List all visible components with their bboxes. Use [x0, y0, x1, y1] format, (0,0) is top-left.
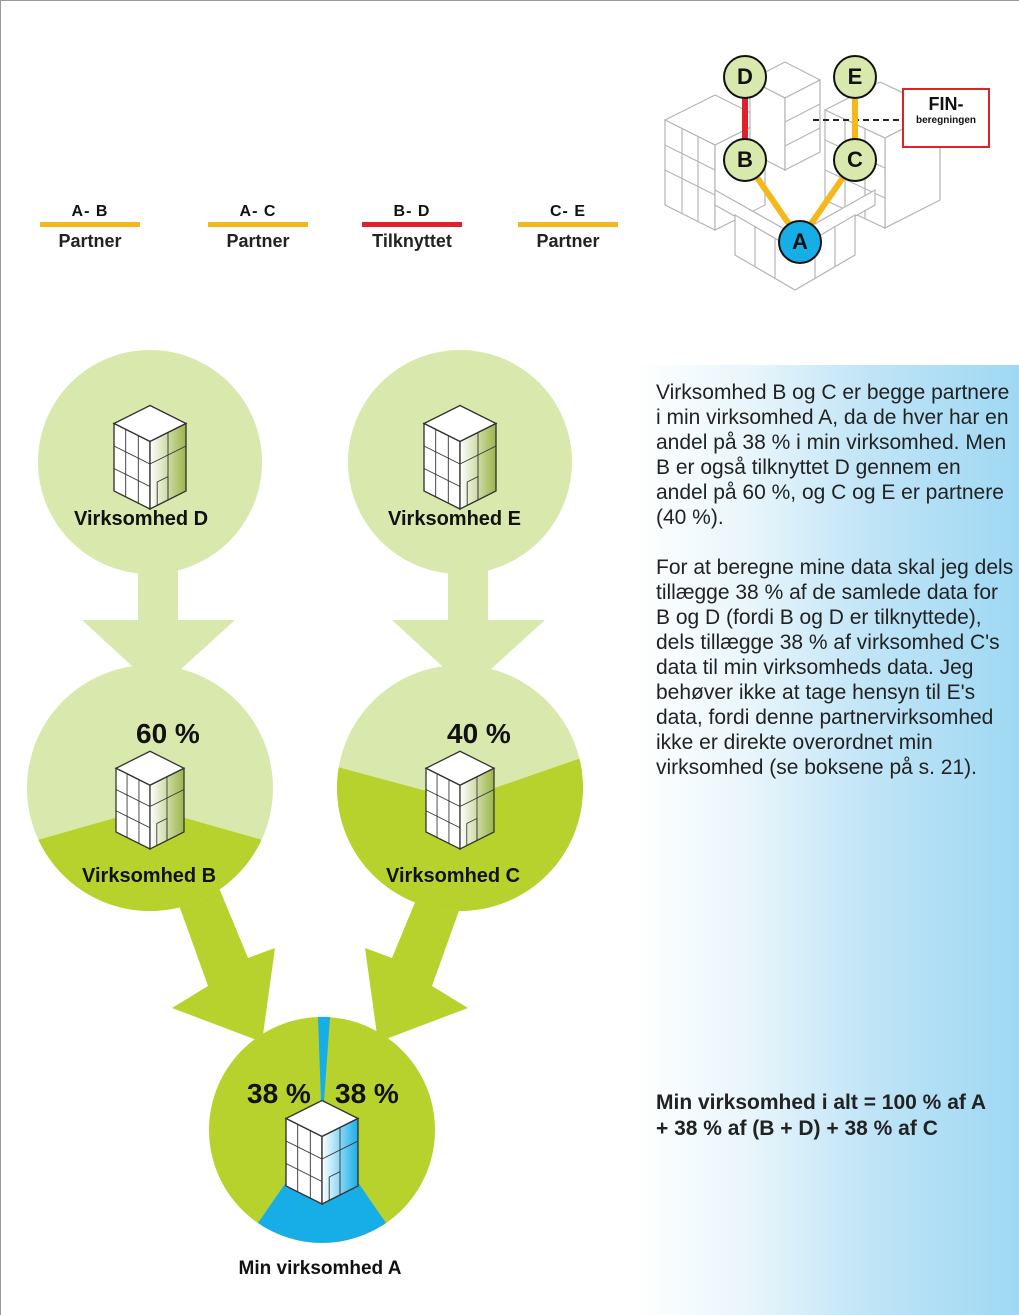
building-icon-a: [285, 1099, 359, 1205]
node-c: C: [833, 138, 877, 182]
legend-item-a-c: A- C Partner: [208, 203, 308, 252]
arrow-b-to-a: [170, 866, 275, 1042]
legend-line-linked: [362, 222, 462, 227]
legend-item-c-e: C- E Partner: [518, 203, 618, 252]
pct-a-right: 38 %: [335, 1078, 399, 1109]
legend-code: B- D: [393, 203, 431, 220]
label-virksomhed-d: Virksomhed D: [74, 508, 209, 530]
legend-code: A- B: [71, 203, 109, 220]
label-virksomhed-e: Virksomhed E: [388, 508, 522, 530]
building-icon-e: [423, 404, 497, 510]
building-icon-d: [113, 404, 187, 510]
pct-a-left: 38 %: [247, 1078, 311, 1109]
fin-subtitle: beregningen: [915, 115, 976, 126]
arrow-c-to-a: [365, 866, 470, 1042]
explanation-text: Virksomhed B og C er begge partnere i mi…: [656, 380, 1016, 805]
caption-min-virksomhed-a: Min virksomhed A: [238, 1258, 402, 1279]
fin-title: FIN-: [928, 94, 964, 114]
node-d: D: [723, 55, 767, 99]
legend-code: A- C: [239, 203, 277, 220]
summary-formula: Min virksomhed i alt = 100 % af A + 38 %…: [656, 1091, 986, 1140]
ownership-diagram: [27, 350, 583, 1243]
fin-box: FIN- beregningen: [902, 88, 990, 148]
legend-line-partner: [518, 222, 618, 227]
legend-code: C- E: [550, 203, 586, 220]
pct-c: 40 %: [447, 718, 511, 749]
legend-item-b-d: B- D Tilknyttet: [362, 203, 462, 252]
text-panel-background: [636, 365, 1019, 1315]
arrow-d-to-b: [82, 530, 235, 690]
network-illustration: [663, 61, 942, 291]
arrow-e-to-c: [392, 530, 545, 690]
node-b: B: [723, 138, 767, 182]
legend-line-partner: [40, 222, 140, 227]
legend-label: Partner: [226, 231, 290, 251]
label-virksomhed-b: Virksomhed B: [82, 865, 217, 887]
paragraph-1: Virksomhed B og C er begge partnere i mi…: [656, 381, 1010, 529]
arrows-to-a: [170, 866, 470, 1042]
node-a: A: [778, 220, 822, 264]
legend-label: Partner: [536, 231, 600, 251]
arrows-to-b-c: [82, 530, 545, 690]
paragraph-2: For at beregne mine data skal jeg dels t…: [656, 556, 1014, 779]
legend-label: Tilknyttet: [372, 231, 452, 251]
label-virksomhed-c: Virksomhed C: [386, 865, 521, 887]
building-icon-b: [115, 750, 185, 850]
legend-label: Partner: [58, 231, 122, 251]
node-e: E: [833, 55, 877, 99]
legend-line-partner: [208, 222, 308, 227]
legend-item-a-b: A- B Partner: [40, 203, 140, 252]
building-icon-c: [425, 750, 495, 850]
pct-b: 60 %: [136, 718, 200, 749]
circle-virksomhed-c: [337, 665, 583, 911]
